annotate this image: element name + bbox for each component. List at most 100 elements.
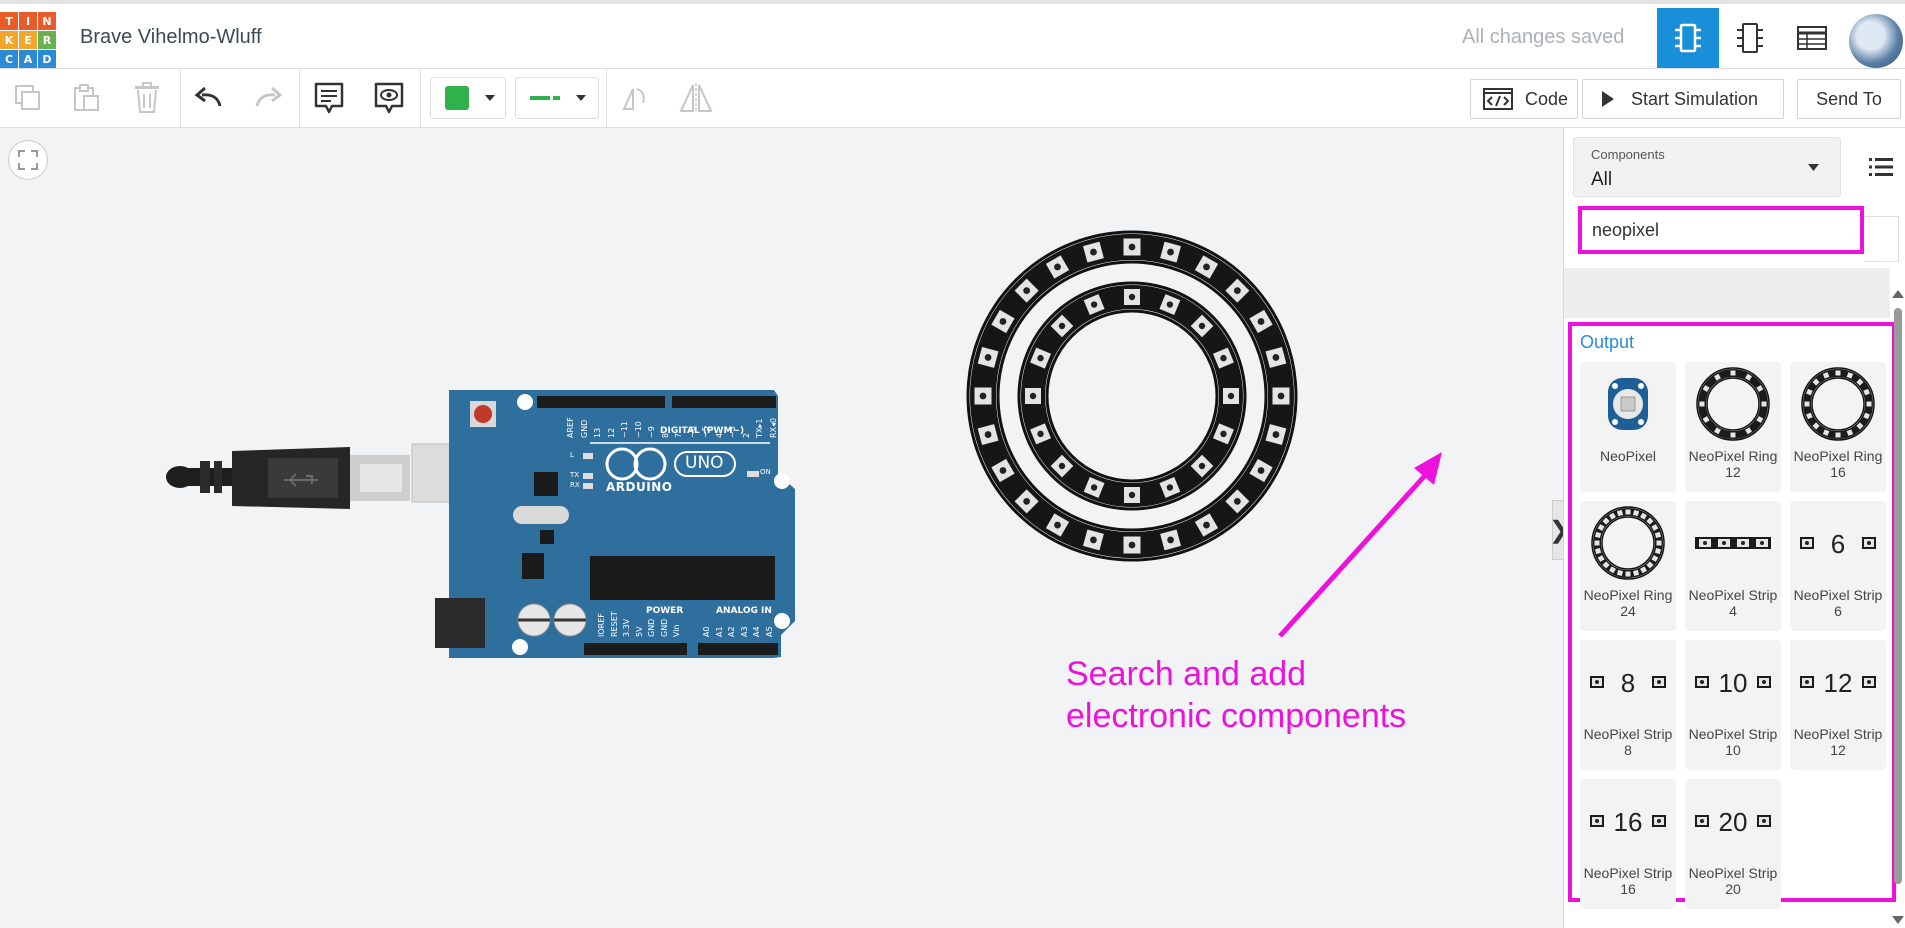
component-thumbnail: 10: [1685, 640, 1781, 724]
panel-scrollbar[interactable]: [1892, 288, 1904, 928]
component-thumbnail: 6: [1790, 501, 1886, 585]
paste-icon: [74, 84, 99, 111]
notes-button[interactable]: [309, 78, 349, 118]
neopixel-led-center: [1203, 521, 1210, 529]
logo-letter: E: [19, 31, 37, 49]
neopixel-led-center: [979, 392, 987, 400]
rotate-button[interactable]: [614, 78, 654, 118]
notes-visibility-button[interactable]: [369, 78, 409, 118]
neopixel-led-center: [1128, 491, 1136, 499]
circuit-view-button[interactable]: [1657, 8, 1719, 68]
scrollbar-thumb[interactable]: [1894, 308, 1902, 884]
annotation-line-2: electronic components: [1066, 697, 1407, 735]
neopixel-led-center: [1128, 243, 1136, 251]
component-thumbnail: [1580, 501, 1676, 585]
circuit-view-icon: [1675, 23, 1701, 53]
component-thumbnail: [1580, 362, 1676, 446]
neopixel-led-center: [1233, 497, 1241, 505]
components-dropdown-value: All: [1591, 169, 1613, 190]
component-card[interactable]: NeoPixel Ring 16: [1790, 362, 1886, 492]
copy-button[interactable]: [8, 78, 48, 118]
component-name: NeoPixel Strip 12: [1793, 726, 1883, 758]
component-thumbnail: 8: [1580, 640, 1676, 724]
neopixel-led-center: [1220, 354, 1227, 362]
design-title[interactable]: Brave Vihelmo-Wluff: [80, 26, 262, 48]
list-toggle-button[interactable]: [1864, 150, 1898, 184]
component-card[interactable]: NeoPixel: [1580, 362, 1676, 492]
toolbar-divider: [420, 69, 421, 127]
neopixel-led-center: [1058, 462, 1066, 470]
caret-down-icon: [576, 95, 586, 101]
component-name: NeoPixel Ring 16: [1793, 448, 1883, 480]
wire-color-swatch: [445, 86, 469, 110]
code-button[interactable]: Code: [1470, 79, 1578, 119]
delete-icon: [135, 82, 159, 113]
wire-color-dropdown[interactable]: [430, 77, 506, 119]
logo-letter: C: [0, 50, 18, 68]
component-search-input[interactable]: [1578, 206, 1864, 254]
component-thumbnail: 20: [1685, 779, 1781, 863]
redo-button[interactable]: [248, 78, 288, 118]
send-to-button[interactable]: Send To: [1797, 79, 1901, 119]
wire-type-dropdown[interactable]: [515, 77, 599, 119]
schematic-view-icon: [1737, 23, 1763, 53]
neopixel-ring-16[interactable]: [1017, 281, 1247, 511]
neopixel-led-center: [984, 354, 992, 361]
user-avatar[interactable]: [1849, 14, 1903, 68]
start-simulation-button[interactable]: Start Simulation: [1582, 79, 1784, 119]
list-view-icon: [1797, 26, 1827, 50]
paste-button[interactable]: [66, 78, 106, 118]
neopixel-ring-24[interactable]: [966, 230, 1298, 562]
neopixel-led-center: [1090, 248, 1097, 256]
neopixel-led-center: [1167, 536, 1174, 544]
logo-letter: T: [0, 12, 18, 30]
annotation-arrow: [1278, 452, 1442, 638]
start-simulation-label: Start Simulation: [1631, 88, 1759, 109]
undo-button[interactable]: [189, 78, 229, 118]
component-name: NeoPixel Strip 16: [1583, 865, 1673, 897]
neopixel-led-center: [1054, 263, 1061, 271]
caret-down-icon: [485, 95, 495, 101]
circuit-canvas[interactable]: DIGITAL (PWM~) ARDUINO UNO POWER ANALOG …: [0, 128, 1563, 928]
usb-cable[interactable]: [166, 447, 410, 509]
neopixel-led-center: [1257, 318, 1265, 325]
neopixel-led-center: [1128, 541, 1136, 549]
wire-type-icon: [530, 96, 560, 100]
neopixel-led-center: [1166, 301, 1174, 308]
arduino-uno-board[interactable]: [411, 390, 795, 658]
component-list-view-button[interactable]: [1781, 8, 1843, 68]
component-card[interactable]: NeoPixel Strip 4: [1685, 501, 1781, 631]
schematic-view-button[interactable]: [1719, 8, 1781, 68]
fit-view-icon: [18, 150, 38, 170]
neopixel-led-center: [1198, 462, 1206, 470]
neopixel-led-center: [1227, 392, 1235, 400]
component-card[interactable]: NeoPixel Ring 12: [1685, 362, 1781, 492]
delete-button[interactable]: [127, 78, 167, 118]
components-dropdown-label: Components: [1591, 147, 1665, 162]
component-card[interactable]: NeoPixel Ring 24: [1580, 501, 1676, 631]
code-button-label: Code: [1525, 88, 1569, 109]
component-name: NeoPixel Strip 6: [1793, 587, 1883, 619]
undo-icon: [194, 86, 222, 107]
strip-length-badge: 20: [1718, 807, 1748, 837]
flip-button[interactable]: [676, 78, 716, 118]
browser-edge: [0, 0, 1905, 4]
zoom-to-fit-button[interactable]: [8, 140, 48, 180]
strip-length-badge: 6: [1830, 529, 1846, 559]
editor-toolbar: Code Start Simulation Send To: [0, 69, 1905, 128]
redo-icon: [255, 86, 283, 107]
neopixel-led-center: [1128, 293, 1136, 301]
ring-16-pixels: [1025, 289, 1239, 503]
components-dropdown[interactable]: Components All: [1573, 137, 1841, 197]
neopixel-led-center: [1203, 263, 1210, 271]
neopixel-led-center: [1272, 431, 1280, 438]
